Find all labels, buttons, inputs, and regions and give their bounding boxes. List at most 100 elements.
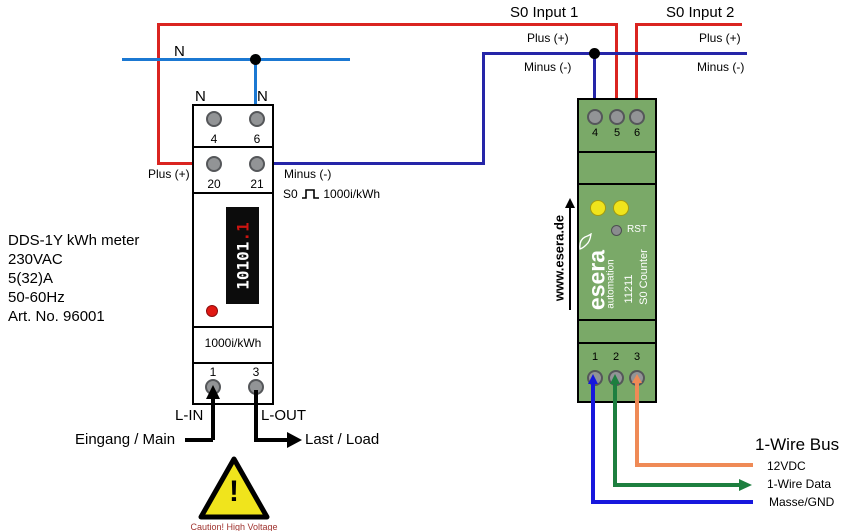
meter-n-left-label: N	[195, 88, 206, 105]
arrow-up-icon	[588, 374, 598, 384]
meter-section-divider	[192, 362, 274, 364]
neutral-wire-drop	[254, 58, 257, 120]
power-wire	[635, 463, 753, 467]
meter-plus-label: Plus (+)	[148, 167, 190, 181]
load-wire-drop	[254, 390, 258, 440]
s0-input1-label: S0 Input 1	[510, 4, 579, 21]
module-terminal-2-label: 2	[612, 351, 620, 363]
bus-data-label: 1-Wire Data	[767, 477, 832, 491]
main-wire	[185, 438, 213, 442]
s0-input2-wire-top	[635, 23, 742, 26]
bus-power-label: 12VDC	[767, 459, 806, 473]
plus1-label: Plus (+)	[527, 31, 569, 45]
meter-info-line: DDS-1Y kWh meter	[8, 232, 140, 249]
meter-pulse-led-icon	[206, 305, 218, 317]
meter-info-line: 230VAC	[8, 251, 63, 268]
rst-button[interactable]	[611, 225, 622, 236]
meter-info-line: 5(32)A	[8, 270, 54, 287]
meter-lcd-display: 10101.1	[226, 207, 259, 304]
s0-counter-module-body	[577, 98, 657, 403]
module-terminal-5	[609, 109, 625, 125]
meter-reading: 10101.1	[233, 221, 252, 290]
meter-minus-label: Minus (-)	[284, 167, 332, 181]
module-led-1-icon	[590, 200, 606, 216]
meter-terminal-6	[249, 111, 265, 127]
plus2-label: Plus (+)	[699, 31, 741, 45]
plus-wire-to-terminal20	[157, 162, 215, 165]
s0-input2-label: S0 Input 2	[666, 4, 735, 21]
meter-terminal-6-label: 6	[253, 132, 261, 146]
meter-section-divider	[192, 146, 274, 148]
website-underline	[569, 207, 571, 310]
rst-label: RST	[627, 224, 647, 235]
meter-section-divider	[192, 326, 274, 328]
meter-terminal-21-label: 21	[250, 177, 264, 191]
meter-terminal-3-label: 3	[252, 365, 260, 379]
module-terminal-3-label: 3	[633, 351, 641, 363]
meter-terminal-20	[206, 156, 222, 172]
meter-terminal-4-label: 4	[210, 132, 218, 146]
meter-section-divider	[192, 192, 274, 194]
l-out-label: L-OUT	[261, 407, 306, 424]
s0-minus-wire-riser	[482, 52, 485, 165]
s0-text: S0	[283, 187, 298, 201]
module-terminal-4	[587, 109, 603, 125]
warning-exclamation: !	[229, 475, 239, 508]
s0-input2-wire-drop	[635, 23, 638, 107]
s0-input1-wire-left	[157, 23, 160, 165]
s0-input1-wire-drop	[615, 23, 618, 107]
meter-info-line: Art. No. 96001	[8, 308, 105, 325]
s0-pulse-icon	[302, 189, 320, 199]
module-section-divider	[577, 319, 657, 321]
module-section-divider	[577, 183, 657, 185]
module-section-divider	[577, 151, 657, 153]
module-terminal-6	[629, 109, 645, 125]
minus2-label: Minus (-)	[697, 60, 745, 74]
junction-dot-icon	[250, 54, 261, 65]
high-voltage-warning-icon	[198, 456, 270, 520]
neutral-label: N	[174, 43, 185, 60]
bus-title: 1-Wire Bus	[755, 435, 840, 454]
meter-terminal-4	[206, 111, 222, 127]
s0-minus-wire-top	[482, 52, 747, 55]
gnd-wire	[591, 500, 753, 504]
main-label: Eingang / Main	[75, 431, 176, 448]
neutral-wire	[122, 58, 350, 61]
arrow-up-icon	[565, 198, 575, 208]
meter-n-right-label: N	[257, 88, 268, 105]
arrow-up-icon	[206, 385, 220, 399]
module-terminal-5-label: 5	[613, 127, 621, 139]
s0-minus-wire-drop	[593, 52, 596, 106]
load-wire	[254, 438, 288, 442]
arrow-right-icon	[287, 432, 302, 448]
minus1-label: Minus (-)	[524, 60, 572, 74]
s0-minus-wire-bottom	[258, 162, 485, 165]
main-wire-riser	[211, 396, 215, 440]
bus-ground-label: Masse/GND	[769, 495, 835, 509]
meter-terminal-20-label: 20	[207, 177, 221, 191]
module-terminal-6-label: 6	[633, 127, 641, 139]
meter-info-block: DDS-1Y kWh meter 230VAC 5(32)A 50-60Hz A…	[8, 231, 139, 326]
module-section-divider	[577, 342, 657, 344]
warning-caption: Caution! High Voltage	[190, 522, 278, 531]
power-wire-drop	[635, 382, 639, 467]
load-label: Last / Load	[305, 431, 380, 448]
arrow-right-icon	[739, 479, 752, 491]
meter-rate-label: 1000i/kWh	[204, 336, 262, 350]
arrow-up-icon	[632, 374, 642, 383]
module-terminal-1-label: 1	[591, 351, 599, 363]
meter-s0-spec-label: S0 1000i/kWh	[283, 187, 380, 201]
l-in-label: L-IN	[175, 407, 204, 424]
data-wire-drop	[613, 382, 617, 487]
gnd-wire-drop	[591, 382, 595, 504]
meter-info-line: 50-60Hz	[8, 289, 65, 306]
meter-terminal-21	[249, 156, 265, 172]
arrow-up-icon	[610, 374, 620, 384]
module-terminal-4-label: 4	[591, 127, 599, 139]
data-wire	[613, 483, 740, 487]
junction-dot-icon	[589, 48, 600, 59]
leaf-icon	[579, 233, 592, 250]
s0-input1-wire-top	[157, 23, 617, 26]
meter-terminal-1-label: 1	[209, 365, 217, 379]
